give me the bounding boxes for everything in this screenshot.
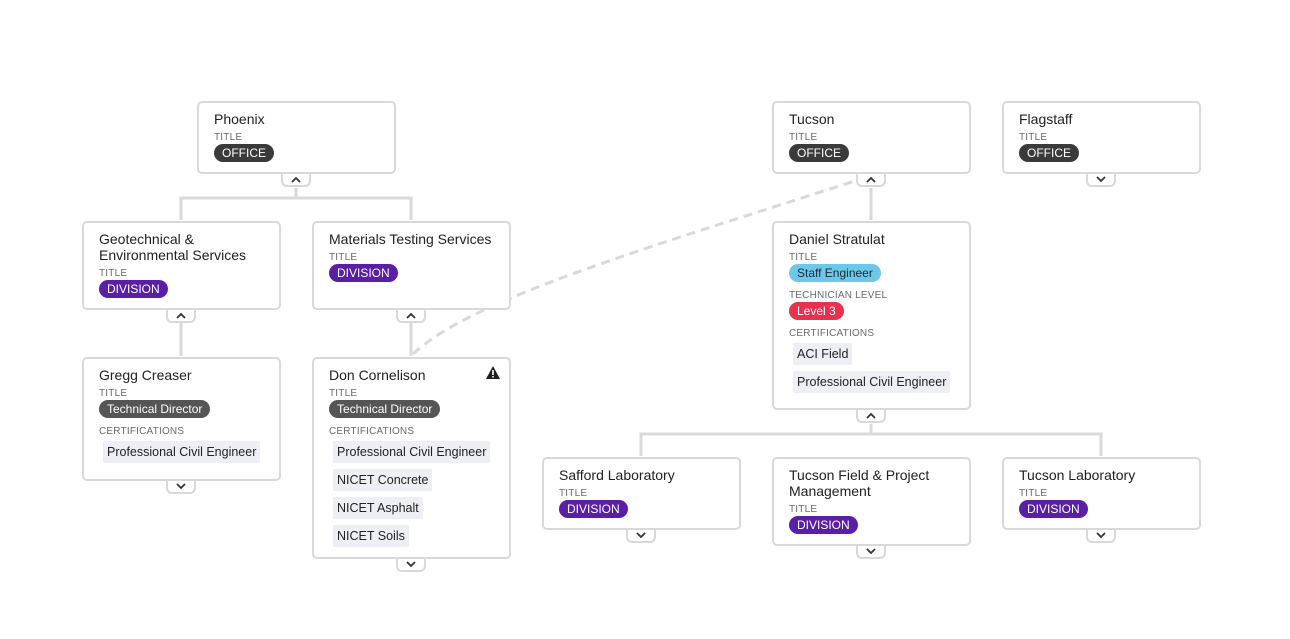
title-label: TITLE [329, 388, 358, 399]
org-card-don-cornelison[interactable]: Don Cornelison TITLE Technical Director … [312, 357, 511, 559]
org-card-daniel-stratulat[interactable]: Daniel Stratulat TITLE Staff Engineer TE… [772, 221, 971, 410]
title-label: TITLE [214, 132, 243, 143]
chevron-up-icon [866, 412, 876, 419]
certifications-label: CERTIFICATIONS [329, 426, 415, 437]
card-name: Tucson Field & Project Management [789, 467, 930, 499]
chevron-down-icon [866, 548, 876, 555]
chevron-down-icon [1096, 176, 1106, 183]
certification-chip: Professional Civil Engineer [103, 441, 261, 463]
org-card-flagstaff[interactable]: Flagstaff TITLE OFFICE [1002, 101, 1201, 174]
collapse-toggle-materials[interactable] [396, 310, 426, 323]
title-badge: OFFICE [214, 144, 274, 162]
collapse-toggle-geotechnical[interactable] [166, 310, 196, 323]
chevron-up-icon [866, 176, 876, 183]
certification-list: Professional Civil Engineer [99, 441, 264, 463]
org-card-tucson[interactable]: Tucson TITLE OFFICE [772, 101, 971, 174]
chevron-up-icon [291, 176, 301, 183]
org-card-materials-testing[interactable]: Materials Testing Services TITLE DIVISIO… [312, 221, 511, 310]
connector-daniel-divisions [639, 424, 1103, 456]
title-badge: Technical Director [99, 400, 211, 418]
title-badge: DIVISION [329, 264, 398, 282]
chevron-down-icon [176, 483, 186, 490]
title-label: TITLE [1019, 488, 1048, 499]
org-card-tucson-laboratory[interactable]: Tucson Laboratory TITLE DIVISION [1002, 457, 1201, 530]
expand-toggle-tucson-field[interactable] [856, 546, 886, 559]
connector-phoenix-divisions [179, 188, 413, 220]
certifications-label: CERTIFICATIONS [99, 426, 185, 437]
title-badge: DIVISION [1019, 500, 1088, 518]
warning-icon[interactable] [485, 365, 501, 380]
certification-chip: Professional Civil Engineer [793, 371, 951, 393]
card-name: Geotechnical & Environmental Services [99, 231, 247, 263]
certifications-label: CERTIFICATIONS [789, 328, 875, 339]
title-label: TITLE [329, 252, 358, 263]
title-badge: DIVISION [559, 500, 628, 518]
collapse-toggle-daniel[interactable] [856, 410, 886, 423]
org-card-geotechnical-environmental[interactable]: Geotechnical & Environmental Services TI… [82, 221, 281, 310]
title-label: TITLE [559, 488, 588, 499]
dashed-reporting-line [411, 178, 859, 356]
title-label: TITLE [99, 388, 128, 399]
title-label: TITLE [789, 132, 818, 143]
chevron-down-icon [1096, 532, 1106, 539]
chevron-up-icon [406, 312, 416, 319]
certification-chip: ACI Field [793, 343, 853, 365]
card-name: Gregg Creaser [99, 367, 192, 383]
card-name: Safford Laboratory [559, 467, 675, 483]
title-badge: DIVISION [99, 280, 168, 298]
expand-toggle-tucson-lab[interactable] [1086, 530, 1116, 543]
certification-list: Professional Civil Engineer NICET Concre… [329, 441, 494, 547]
certification-list: ACI Field Professional Civil Engineer [789, 343, 954, 393]
card-name: Flagstaff [1019, 111, 1073, 127]
title-badge: Technical Director [329, 400, 441, 418]
title-label: TITLE [789, 252, 818, 263]
card-name: Daniel Stratulat [789, 231, 885, 247]
technician-level-label: TECHNICIAN LEVEL [789, 290, 888, 301]
expand-toggle-don[interactable] [396, 559, 426, 572]
card-name: Tucson Laboratory [1019, 467, 1136, 483]
card-name: Phoenix [214, 111, 265, 127]
title-label: TITLE [1019, 132, 1048, 143]
chevron-down-icon [406, 561, 416, 568]
collapse-toggle-phoenix[interactable] [281, 174, 311, 187]
card-name: Don Cornelison [329, 367, 426, 383]
title-badge: DIVISION [789, 516, 858, 534]
certification-chip: Professional Civil Engineer [333, 441, 491, 463]
org-card-safford-laboratory[interactable]: Safford Laboratory TITLE DIVISION [542, 457, 741, 530]
expand-toggle-gregg[interactable] [166, 481, 196, 494]
card-name: Materials Testing Services [329, 231, 492, 247]
certification-chip: NICET Concrete [333, 469, 433, 491]
title-badge: Staff Engineer [789, 264, 881, 282]
certification-chip: NICET Soils [333, 525, 409, 547]
card-name: Tucson [789, 111, 835, 127]
org-card-tucson-field-project[interactable]: Tucson Field & Project Management TITLE … [772, 457, 971, 546]
title-badge: OFFICE [789, 144, 849, 162]
collapse-toggle-tucson[interactable] [856, 174, 886, 187]
title-label: TITLE [99, 268, 128, 279]
expand-toggle-flagstaff[interactable] [1086, 174, 1116, 187]
technician-level-badge: Level 3 [789, 302, 844, 320]
title-badge: OFFICE [1019, 144, 1079, 162]
org-card-phoenix[interactable]: Phoenix TITLE OFFICE [197, 101, 396, 174]
certification-chip: NICET Asphalt [333, 497, 423, 519]
org-card-gregg-creaser[interactable]: Gregg Creaser TITLE Technical Director C… [82, 357, 281, 481]
title-label: TITLE [789, 504, 818, 515]
chevron-up-icon [176, 312, 186, 319]
chevron-down-icon [636, 532, 646, 539]
expand-toggle-safford[interactable] [626, 530, 656, 543]
